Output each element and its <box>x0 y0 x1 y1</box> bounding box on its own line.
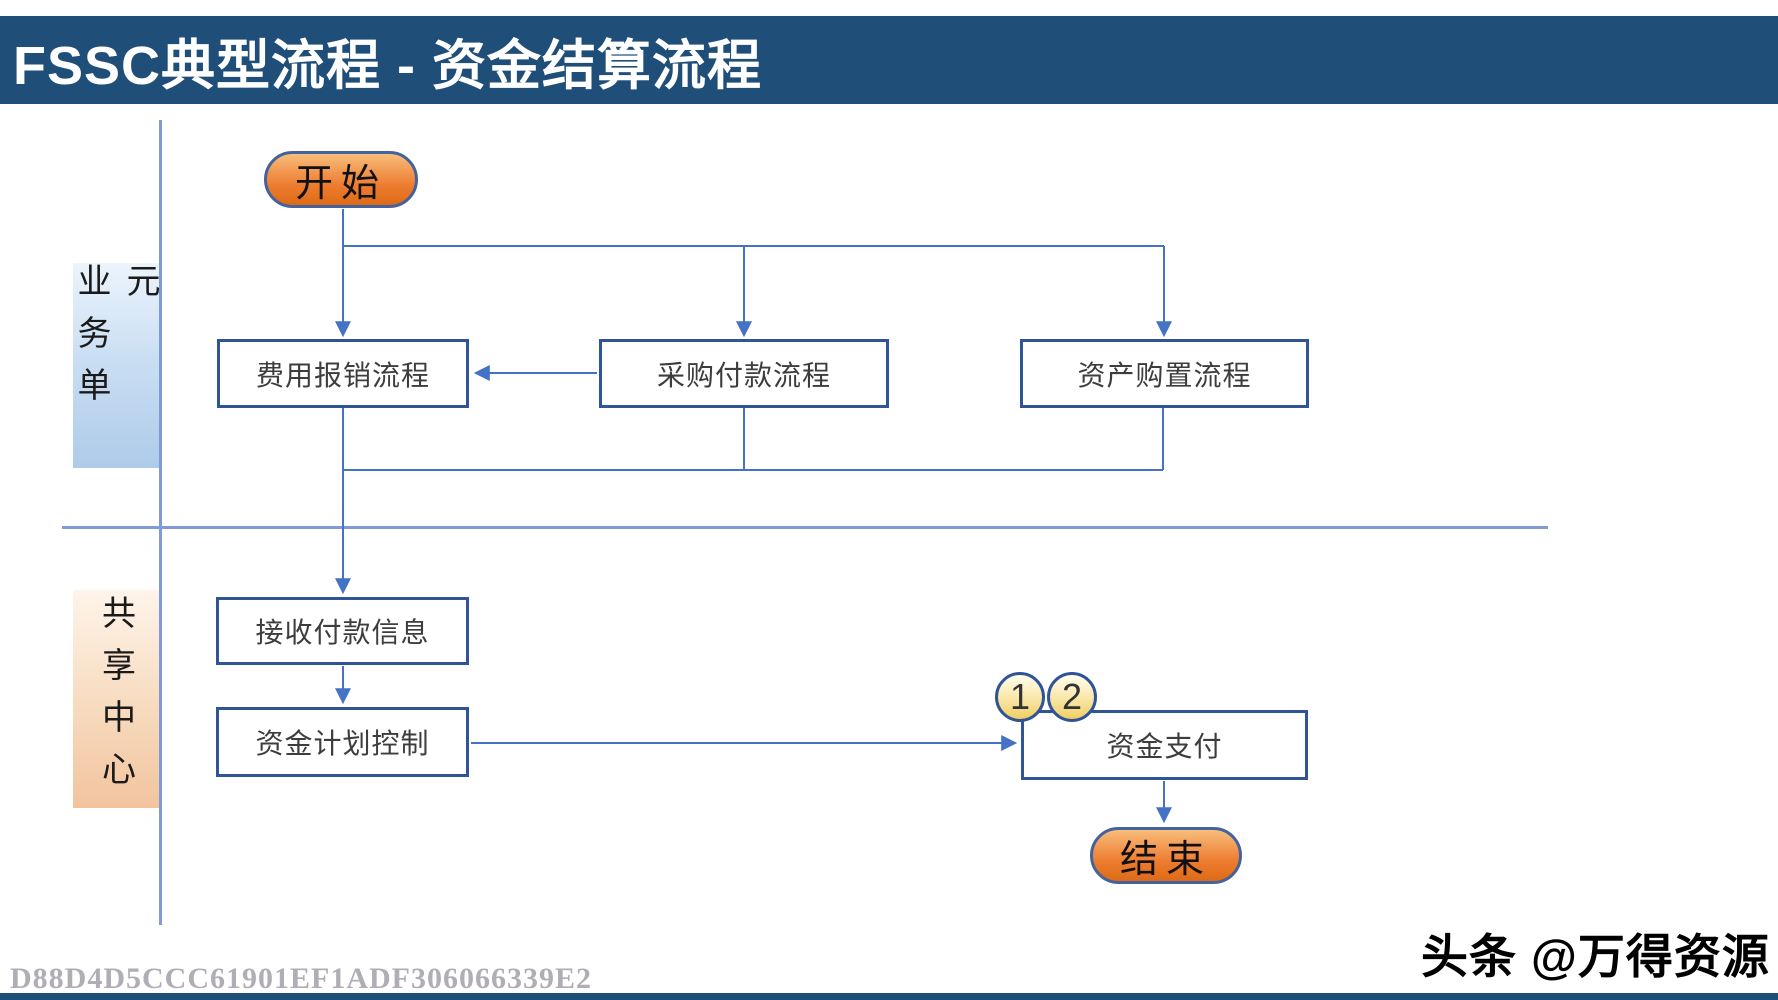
lane-label-business-unit: 业务单元 <box>72 263 159 468</box>
process-box-expense-reimbursement: 费用报销流程 <box>217 339 469 408</box>
process-box-fund-plan-control: 资金计划控制 <box>216 707 469 777</box>
branding-text: 头条 @万得资源 <box>1421 930 1770 983</box>
step-badge-2: 2 <box>1047 672 1097 722</box>
lane-label-shared-center: 共享中心 <box>73 590 159 808</box>
start-node: 开始 <box>264 151 418 208</box>
bottom-accent-bar <box>0 993 1778 1000</box>
process-box-asset-acquisition: 资产购置流程 <box>1020 339 1309 408</box>
step-badge-1: 1 <box>995 672 1045 722</box>
swimlane-divider-line <box>62 526 1548 529</box>
title-bar: FSSC典型流程 - 资金结算流程 <box>0 16 1778 104</box>
process-box-receive-payment-info: 接收付款信息 <box>216 597 469 665</box>
watermark-text: D88D4D5CCC61901EF1ADF306066339E2 <box>10 962 592 995</box>
process-box-procurement-payment: 采购付款流程 <box>599 339 889 408</box>
swimlane-vertical-line <box>159 120 162 925</box>
slide-title: FSSC典型流程 - 资金结算流程 <box>13 35 763 96</box>
end-node: 结束 <box>1090 827 1242 884</box>
process-box-fund-payment: 资金支付 <box>1021 710 1308 780</box>
